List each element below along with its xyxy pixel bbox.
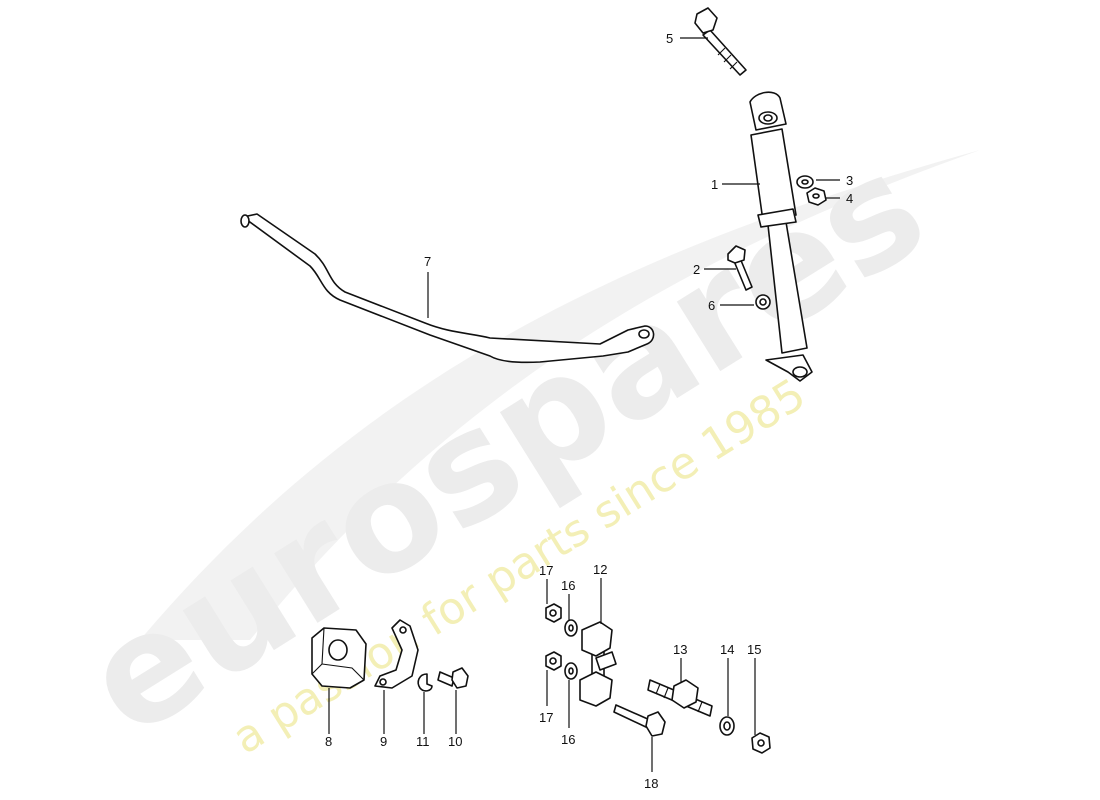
callout-13: 13 [673,642,687,657]
lock-washer-11 [417,673,433,692]
callout-18: 18 [644,776,658,791]
callout-17-lower: 17 [539,710,553,725]
rubber-bushing [311,627,367,689]
callout-10: 10 [448,734,462,749]
watermark-swoosh [140,150,980,640]
callout-15: 15 [747,642,761,657]
callout-6: 6 [708,298,715,313]
watermark-brand: eurospares [57,120,954,770]
callout-16-upper: 16 [561,578,575,593]
clamp-bracket [374,619,419,689]
leader-lines [328,37,840,772]
shock-absorber [749,91,813,382]
bolt-10 [437,667,469,689]
callout-8: 8 [325,734,332,749]
watermark: eurospares a passion for parts since 198… [57,120,980,771]
callout-labels: 1 2 3 4 5 6 7 8 9 11 10 12 13 14 15 16 1… [325,31,853,791]
callout-2: 2 [693,262,700,277]
bolt-18 [613,704,666,737]
threaded-stud [647,679,713,717]
stabilizer-bar [240,213,655,364]
callout-12: 12 [593,562,607,577]
callout-5: 5 [666,31,673,46]
callout-9: 9 [380,734,387,749]
callout-3: 3 [846,173,853,188]
callout-14: 14 [720,642,734,657]
callout-16-lower: 16 [561,732,575,747]
coupling-rod [579,621,617,707]
bolt-2 [727,245,753,291]
callout-7: 7 [424,254,431,269]
callout-1: 1 [711,177,718,192]
bolt-5 [694,7,747,76]
callout-17-upper: 17 [539,563,553,578]
callout-11: 11 [416,734,430,749]
callout-4: 4 [846,191,853,206]
